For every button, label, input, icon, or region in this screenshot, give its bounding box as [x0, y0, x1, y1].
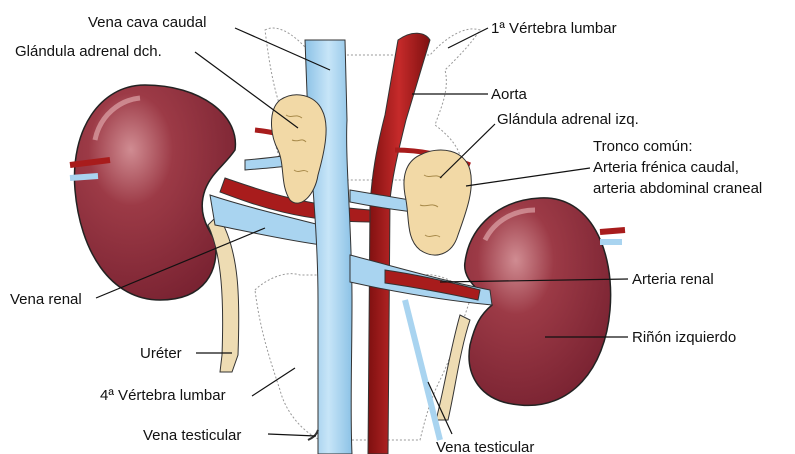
leader-tronco-comun	[466, 168, 590, 186]
leader-vertebra-1	[448, 28, 488, 48]
left-capsular-artery	[600, 230, 625, 232]
left-ureter	[436, 315, 470, 420]
leader-vertebra-4	[252, 368, 295, 396]
label-rinon-izquierdo: Riñón izquierdo	[632, 329, 736, 346]
label-glandula-adrenal-dch: Glándula adrenal dch.	[15, 43, 162, 60]
label-vena-renal: Vena renal	[10, 291, 82, 308]
label-tronco-comun-1: Tronco común:	[593, 138, 693, 155]
label-tronco-comun-2: Arteria frénica caudal,	[593, 159, 739, 176]
label-vena-testicular-left: Vena testicular	[143, 427, 241, 444]
right-kidney	[74, 85, 235, 300]
label-vertebra-lumbar-1: 1ª Vértebra lumbar	[491, 20, 617, 37]
label-vertebra-lumbar-4: 4ª Vértebra lumbar	[100, 387, 226, 404]
right-capsular-vein	[70, 176, 98, 178]
label-arteria-renal: Arteria renal	[632, 271, 714, 288]
label-ureter: Uréter	[140, 345, 182, 362]
label-aorta: Aorta	[491, 86, 528, 103]
leader-vena-testicular-left	[268, 434, 316, 436]
label-tronco-comun-3: arteria abdominal craneal	[593, 180, 762, 197]
left-adrenal-gland	[404, 150, 471, 255]
label-vena-cava-caudal: Vena cava caudal	[88, 14, 206, 31]
label-vena-testicular-bottom: Vena testicular	[436, 439, 534, 454]
left-testicular-vein	[405, 300, 440, 440]
label-glandula-adrenal-izq: Glándula adrenal izq.	[497, 111, 639, 128]
